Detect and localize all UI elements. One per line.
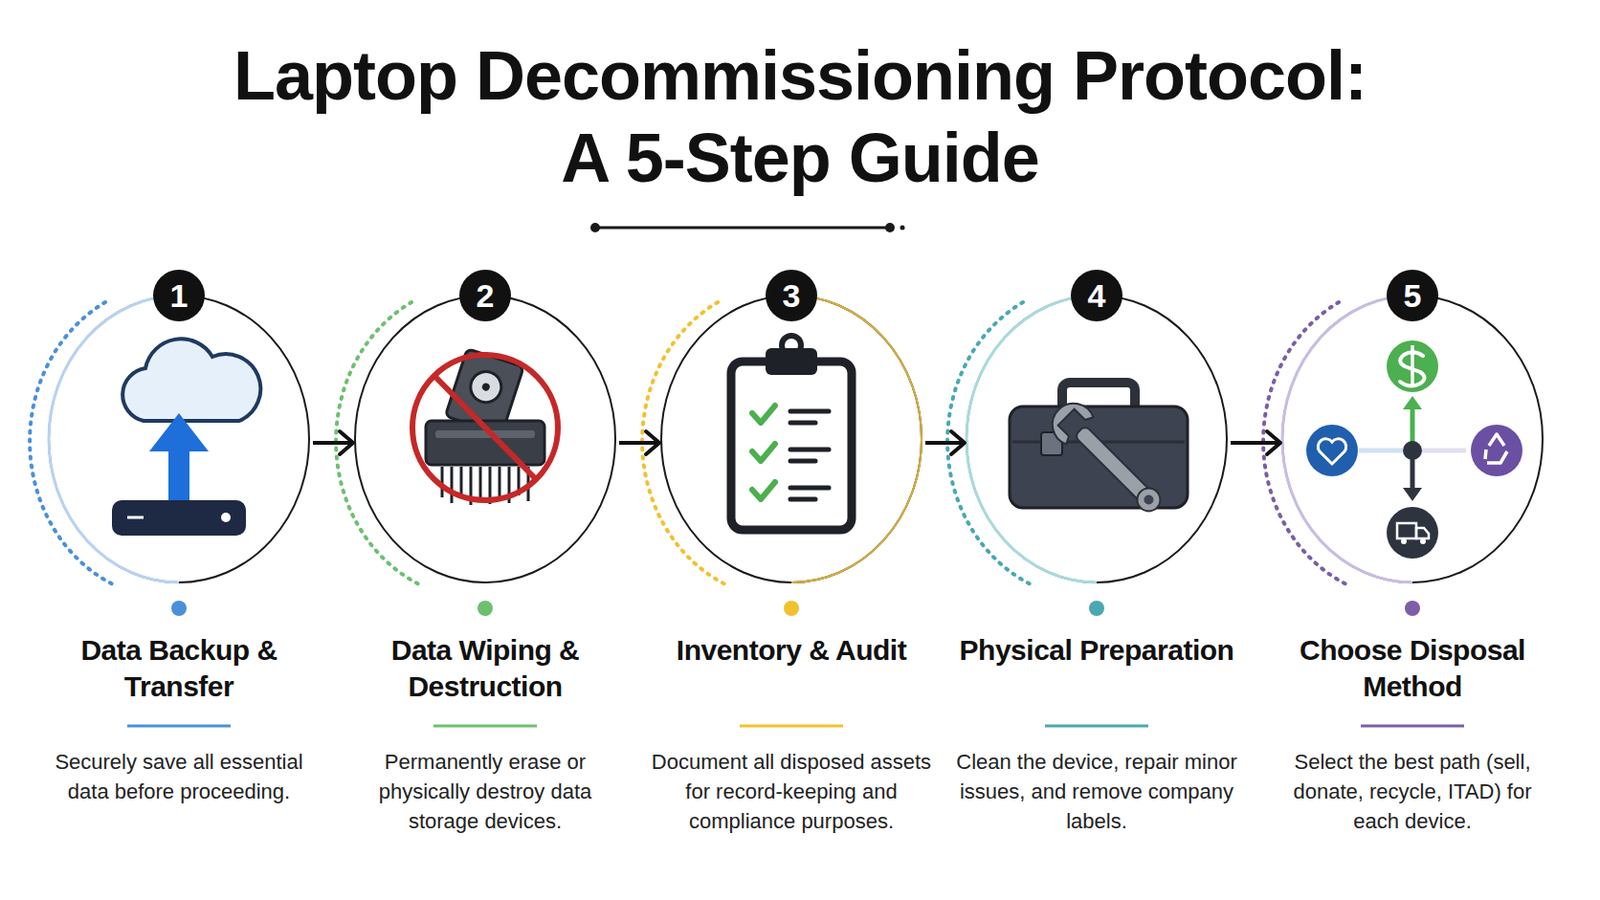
step-description: Permanently erase or physically destroy … — [341, 747, 629, 837]
arrow-line — [1230, 441, 1281, 445]
shredder-icon — [412, 349, 558, 506]
clipboard-icon — [731, 335, 852, 531]
step-heading: Choose Disposal Method — [1268, 632, 1556, 706]
step-number: 2 — [355, 276, 616, 315]
step-description: Securely save all essential data before … — [35, 747, 323, 807]
step-number: 3 — [661, 276, 922, 315]
cloud-upload-icon — [111, 338, 261, 536]
toolbox-icon — [1009, 382, 1188, 523]
step-description: Select the best path (sell, donate, recy… — [1268, 747, 1556, 837]
number-badges — [153, 269, 1439, 322]
step-node: 3Inventory & AuditDocument all disposed … — [661, 295, 922, 583]
step-description: Document all disposed assets for record-… — [647, 747, 935, 837]
step-node: 1Data Backup & TransferSecurely save all… — [48, 295, 310, 583]
diagram-title: Laptop Decommissioning Protocol: A 5-Ste… — [225, 34, 1375, 200]
flow-arrow — [619, 431, 660, 455]
flow-arrow — [312, 431, 354, 455]
accent-marks — [127, 600, 1465, 727]
flow-arrow — [925, 431, 965, 455]
arrow-head — [339, 431, 354, 455]
disposal-options-icon — [1306, 340, 1523, 559]
arrow-line — [925, 441, 965, 445]
step-heading: Inventory & Audit — [647, 632, 935, 669]
step-number: 4 — [966, 276, 1227, 315]
arrow-head — [1266, 431, 1281, 455]
step-circles — [29, 295, 1543, 586]
arrow-line — [619, 441, 660, 445]
step-number: 1 — [48, 276, 310, 315]
step-node: 5Choose Disposal MethodSelect the best p… — [1282, 295, 1543, 583]
flow-arrow — [1230, 431, 1281, 455]
step-node: 4Physical PreparationClean the device, r… — [966, 295, 1227, 583]
step-heading: Data Wiping & Destruction — [341, 632, 629, 706]
arrow-head — [645, 431, 660, 455]
step-heading: Data Backup & Transfer — [35, 632, 323, 706]
title-rule — [590, 222, 906, 233]
step-number: 5 — [1282, 276, 1543, 315]
arrow-head — [951, 431, 965, 455]
arrow-line — [312, 441, 354, 445]
step-node: 2Data Wiping & DestructionPermanently er… — [355, 295, 616, 583]
step-description: Clean the device, repair minor issues, a… — [953, 747, 1241, 837]
step-heading: Physical Preparation — [953, 632, 1241, 669]
